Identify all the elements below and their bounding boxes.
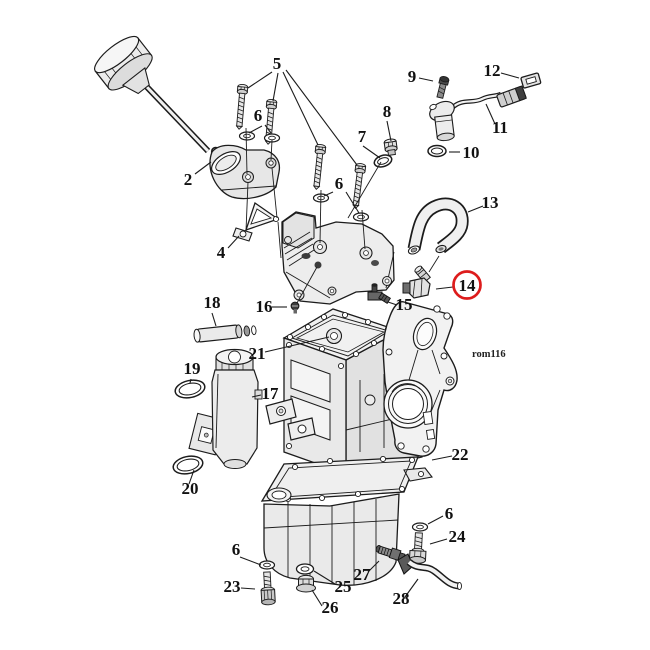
callout-6a: 6 xyxy=(254,106,263,125)
part-oil-pan xyxy=(260,455,433,586)
part-fitting-8 xyxy=(383,138,398,156)
part-screw-16 xyxy=(290,301,300,314)
callout-24: 24 xyxy=(449,527,467,546)
callout-7: 7 xyxy=(358,127,367,146)
callout-14-highlighted: 14 xyxy=(459,276,477,295)
callout-19: 19 xyxy=(184,359,201,378)
part-bracket-4 xyxy=(232,201,280,242)
part-fitting-15 xyxy=(367,283,391,304)
part-nut-26 xyxy=(296,574,316,593)
part-side-plate xyxy=(382,301,458,457)
callout-21: 21 xyxy=(249,344,266,363)
part-bolt-23 xyxy=(260,571,276,606)
part-screw-9 xyxy=(436,75,450,99)
callout-6d: 6 xyxy=(445,504,454,523)
part-bolt-24 xyxy=(408,532,427,564)
callout-2: 2 xyxy=(184,170,193,189)
callout-labels: 2 4 5 6 6 7 8 9 10 11 12 13 14 15 16 17 … xyxy=(182,54,509,617)
part-filler-spout-bracket xyxy=(209,144,281,200)
callout-16: 16 xyxy=(256,297,273,316)
callout-8: 8 xyxy=(383,102,392,121)
part-top-cover xyxy=(281,211,395,305)
leader-lines xyxy=(188,69,520,607)
callout-6c: 6 xyxy=(232,540,241,559)
part-hose-13 xyxy=(407,197,469,255)
part-elbow-14 xyxy=(402,265,431,299)
part-washer-6-bottomleft xyxy=(258,560,276,570)
callout-20: 20 xyxy=(182,479,199,498)
part-dipstick-illustration xyxy=(94,35,211,154)
callout-18: 18 xyxy=(204,293,221,312)
callout-25: 25 xyxy=(335,577,352,596)
callout-10: 10 xyxy=(463,143,480,162)
callout-26: 26 xyxy=(322,598,339,617)
part-tank-17 xyxy=(188,348,263,469)
part-washer-6-bottomright xyxy=(411,522,429,532)
callout-6b: 6 xyxy=(335,174,344,193)
callout-28: 28 xyxy=(393,589,410,608)
callout-12: 12 xyxy=(484,61,501,80)
callout-5: 5 xyxy=(273,54,282,73)
callout-23: 23 xyxy=(224,577,241,596)
part-clip-12 xyxy=(520,72,542,89)
part-oring-10 xyxy=(427,144,447,158)
callout-11: 11 xyxy=(492,118,508,137)
part-hose-28 xyxy=(397,553,462,591)
callout-27: 27 xyxy=(354,565,372,584)
watermark-code: rom116 xyxy=(472,349,506,360)
highlight-circle-14 xyxy=(452,270,482,300)
part-washer-25 xyxy=(295,563,315,575)
callout-13: 13 xyxy=(482,193,499,212)
callout-9: 9 xyxy=(408,67,417,86)
part-tube-18 xyxy=(193,324,257,343)
part-oring-20 xyxy=(170,452,206,478)
callout-22: 22 xyxy=(452,445,469,464)
assembly-lines xyxy=(245,127,440,304)
callout-17: 17 xyxy=(262,384,280,403)
callout-4: 4 xyxy=(217,243,226,262)
callout-15: 15 xyxy=(396,295,413,314)
part-sensor-11 xyxy=(429,85,527,142)
